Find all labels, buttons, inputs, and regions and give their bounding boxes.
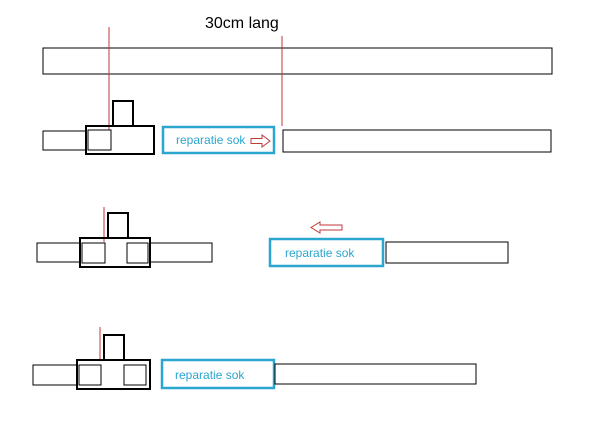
tee-branch	[107, 212, 129, 239]
step-3: reparatie sok	[32, 327, 477, 390]
pipe-stub-left	[36, 242, 81, 263]
reference-pipe	[42, 47, 553, 75]
repair-sleeve	[161, 125, 276, 155]
tee-inner-socket-right	[123, 364, 147, 386]
step-1: reparatie sok	[42, 100, 552, 155]
arrow-right-icon	[250, 134, 271, 148]
title-label: 30cm lang	[205, 15, 279, 32]
tee-inner-socket-left	[78, 364, 102, 386]
tee-branch	[103, 334, 125, 361]
repair-sleeve-label: reparatie sok	[285, 246, 355, 260]
pipe-stub-right	[149, 242, 213, 263]
tee-branch	[112, 100, 134, 127]
repair-sleeve-label: reparatie sok	[176, 133, 246, 147]
pipe-right	[282, 129, 552, 153]
pipe-stub-left	[32, 364, 78, 386]
arrow-left-icon	[310, 221, 343, 234]
tee-inner-socket-left	[81, 242, 106, 264]
pipe-right	[385, 241, 509, 264]
pipe-stub-left	[42, 130, 87, 151]
pipe-right	[274, 363, 477, 385]
tee-inner-socket-right	[126, 242, 149, 264]
step-2: reparatie sok	[36, 207, 509, 268]
tee-inner-socket	[87, 129, 112, 151]
repair-sleeve-label: reparatie sok	[175, 368, 245, 382]
repair-sleeve	[160, 358, 276, 390]
repair-sleeve	[268, 237, 385, 268]
